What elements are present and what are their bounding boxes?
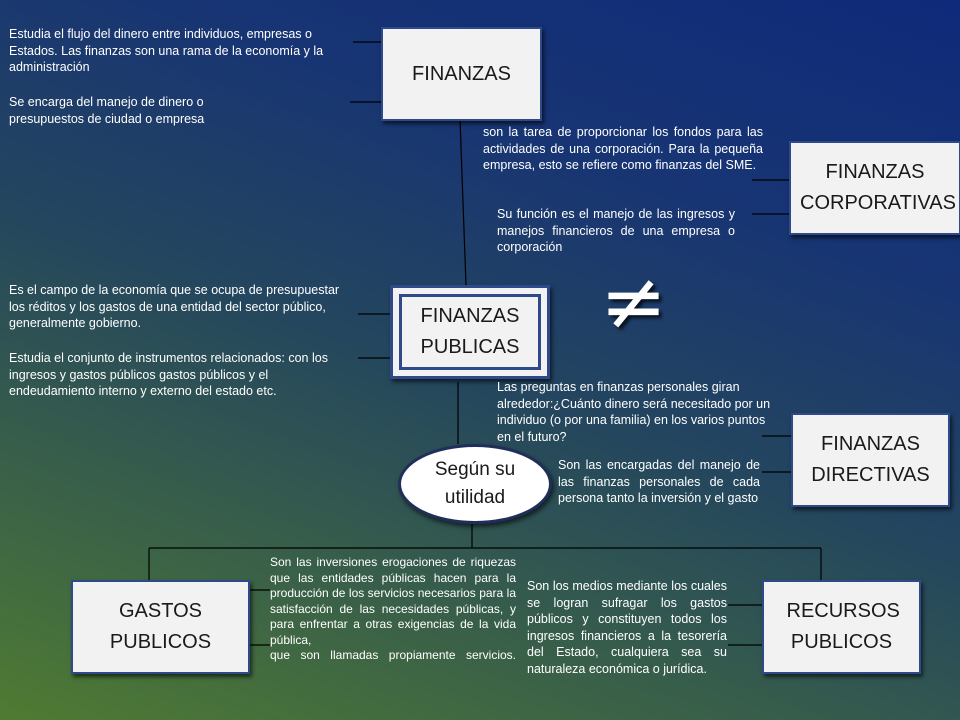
note-gastos-publicos: Son las inversiones erogaciones de rique… xyxy=(270,555,516,664)
node-finanzas-directivas-label: FINANZAS DIRECTIVAS xyxy=(811,433,930,486)
node-finanzas-label: FINANZAS xyxy=(412,62,511,85)
note-recursos-publicos: Son los medios mediante los cuales se lo… xyxy=(527,579,727,676)
note-corporativas-definition: son la tarea de proporcionar los fondos … xyxy=(483,125,763,172)
note-directivas-manejo: Son las encargadas del manejo de las fin… xyxy=(558,458,760,505)
node-finanzas: FINANZAS xyxy=(381,27,542,121)
note-corporativas-funcion: Su función es el manejo de las ingresos … xyxy=(497,207,735,254)
node-finanzas-directivas: FINANZAS DIRECTIVAS xyxy=(791,413,950,507)
node-gastos-publicos-label: GASTOS PUBLICOS xyxy=(109,600,212,653)
node-finanzas-publicas-frame: FINANZAS PUBLICAS xyxy=(399,294,541,370)
note-gastos-publicos-servicios: que son llamadas propiamente servicios. xyxy=(270,648,516,662)
note-directivas-preguntas: Las preguntas en finanzas personales gir… xyxy=(497,380,771,444)
not-equal-symbol: ≠ xyxy=(600,255,668,348)
node-segun-su-utilidad-label: Según su utilidad xyxy=(434,459,516,508)
note-finanzas-manejo: Se encarga del manejo de dinero o presup… xyxy=(9,95,205,126)
node-finanzas-publicas-label: FINANZAS PUBLICAS xyxy=(420,305,520,358)
node-finanzas-publicas: FINANZAS PUBLICAS xyxy=(390,285,550,379)
node-recursos-publicos: RECURSOS PUBLICOS xyxy=(762,580,921,674)
node-segun-su-utilidad: Según su utilidad xyxy=(398,444,552,524)
node-finanzas-corporativas-label: FINANZAS CORPORATIVAS xyxy=(800,161,956,214)
note-finanzas-definition: Estudia el flujo del dinero entre indivi… xyxy=(9,27,324,74)
note-gastos-publicos-text: Son las inversiones erogaciones de rique… xyxy=(270,555,516,647)
note-publicas-instrumentos: Estudia el conjunto de instrumentos rela… xyxy=(9,351,328,398)
note-publicas-definition: Es el campo de la economía que se ocupa … xyxy=(9,283,340,330)
node-recursos-publicos-label: RECURSOS PUBLICOS xyxy=(786,600,900,653)
node-gastos-publicos: GASTOS PUBLICOS xyxy=(71,580,250,674)
node-finanzas-corporativas: FINANZAS CORPORATIVAS xyxy=(789,141,960,235)
